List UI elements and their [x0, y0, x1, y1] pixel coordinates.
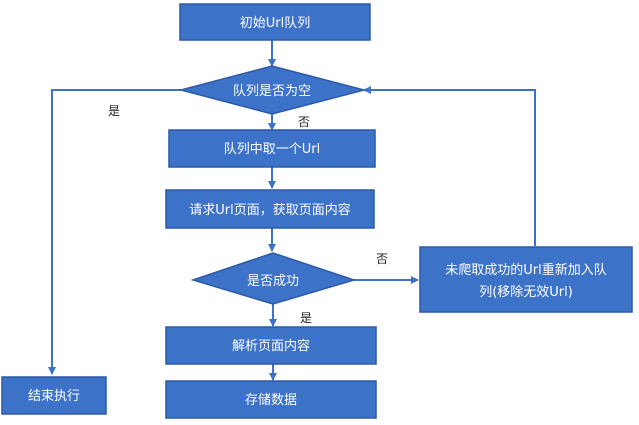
node-retry: 未爬取成功的Url重新加入队 列(移除无效Url) [419, 246, 633, 313]
svg-text:队列是否为空: 队列是否为空 [233, 84, 311, 99]
edges [48, 40, 536, 381]
edge-retry-to-empty [363, 86, 536, 246]
node-store-data: 存储数据 [165, 380, 377, 419]
node-end: 结束执行 [1, 376, 107, 415]
node-take-url: 队列中取一个Url [168, 129, 376, 168]
label-empty-no: 否 [298, 115, 310, 129]
node-request-page: 请求Url页面，获取页面内容 [165, 189, 375, 229]
edge-labels: 是 否 否 是 [108, 104, 388, 325]
node-success: 是否成功 [190, 252, 357, 305]
svg-text:列(移除无效Url): 列(移除无效Url) [479, 285, 573, 300]
label-empty-yes: 是 [108, 104, 120, 118]
svg-text:是否成功: 是否成功 [247, 274, 299, 289]
label-success-yes: 是 [300, 311, 312, 325]
svg-text:解析页面内容: 解析页面内容 [232, 338, 310, 354]
svg-text:未爬取成功的Url重新加入队: 未爬取成功的Url重新加入队 [445, 262, 606, 278]
svg-text:初始Url队列: 初始Url队列 [240, 16, 310, 31]
svg-text:队列中取一个Url: 队列中取一个Url [224, 142, 320, 157]
node-init-queue: 初始Url队列 [179, 3, 371, 41]
label-success-no: 否 [376, 252, 388, 266]
svg-text:请求Url页面，获取页面内容: 请求Url页面，获取页面内容 [189, 202, 350, 218]
node-queue-empty: 队列是否为空 [178, 65, 367, 115]
edge-empty-to-end [48, 89, 181, 375]
node-parse-page: 解析页面内容 [165, 326, 377, 365]
svg-text:结束执行: 结束执行 [28, 389, 80, 404]
svg-text:存储数据: 存储数据 [245, 393, 297, 408]
